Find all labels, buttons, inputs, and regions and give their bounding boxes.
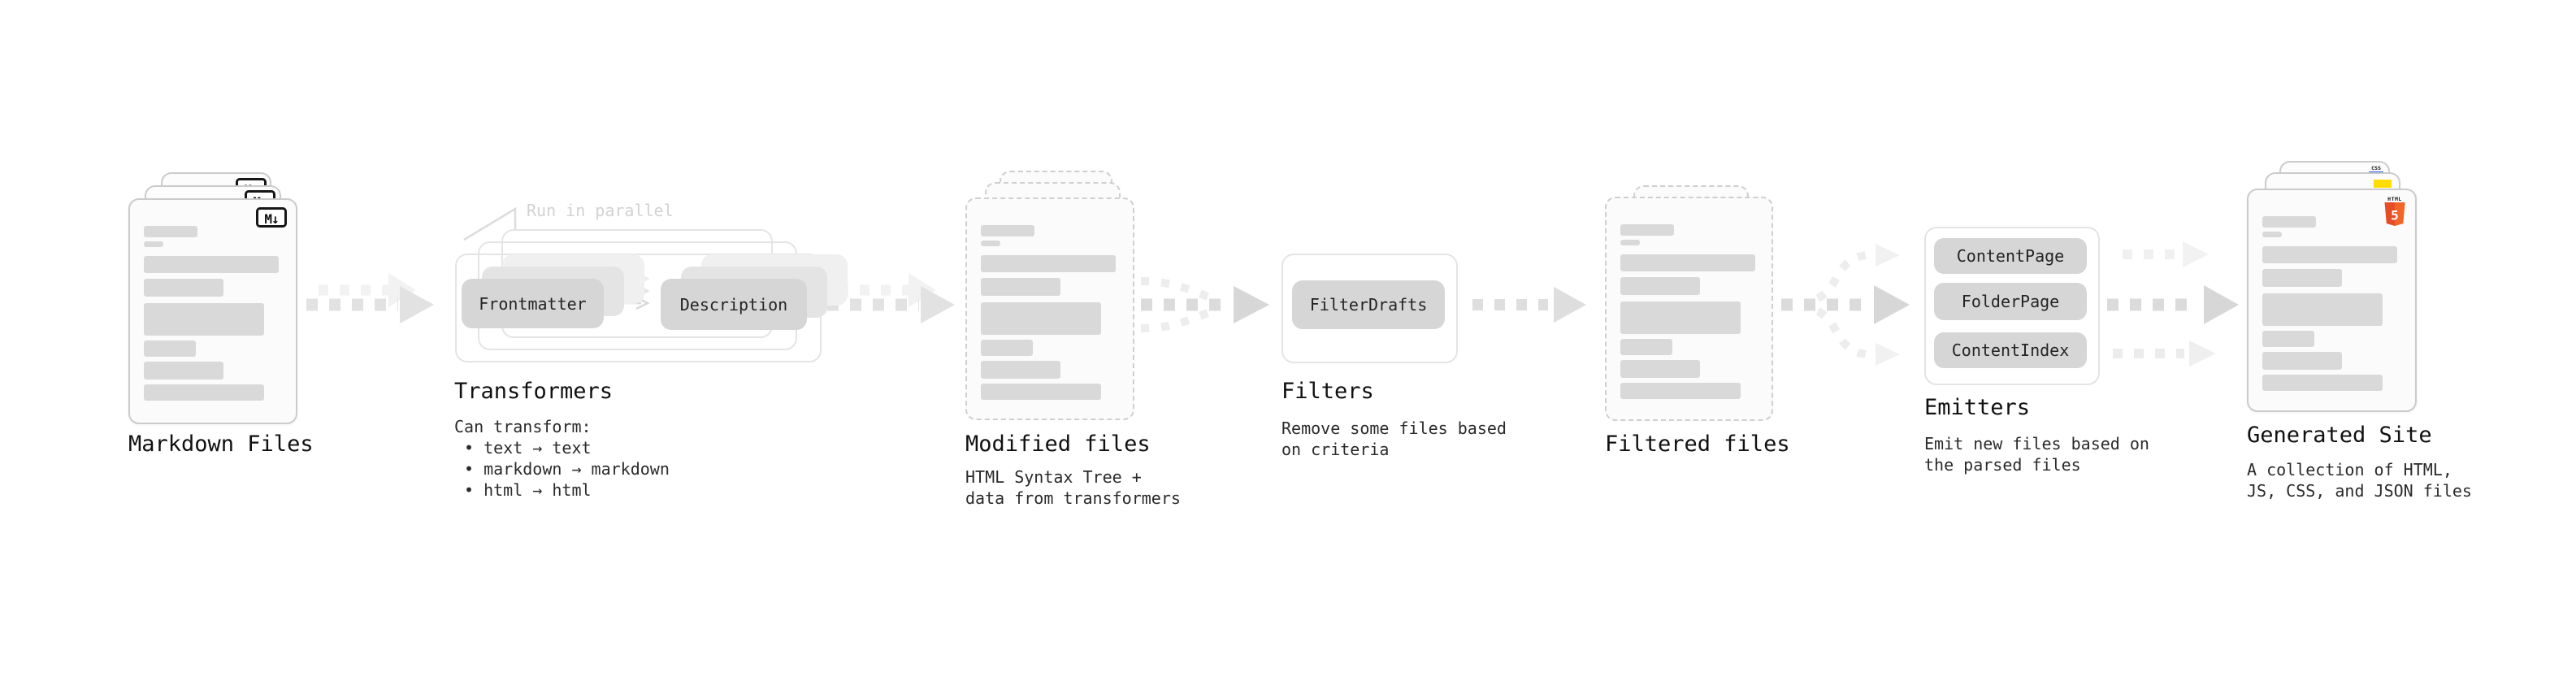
transformer-pill-frontmatter: Frontmatter — [462, 279, 604, 328]
file-content-placeholder — [1607, 198, 1772, 419]
filters-desc-line: Remove some files based — [1281, 419, 1507, 438]
markdown-icon: M↓ — [256, 207, 287, 228]
generated-site-description: A collection of HTML, JS, CSS, and JSON … — [2247, 459, 2472, 501]
generated-site-label: Generated Site — [2247, 423, 2432, 448]
file-content-placeholder — [130, 200, 296, 423]
filters-desc-line: on criteria — [1281, 440, 1390, 459]
filtered-files-label: Filtered files — [1605, 432, 1790, 457]
generated-site-card-front: HTML 5 — [2247, 189, 2417, 412]
js-file-icon — [2374, 180, 2392, 188]
html5-logo-text: HTML — [2387, 196, 2402, 202]
modified-file-card-front — [965, 197, 1134, 420]
arrow-filters-to-filtered — [1472, 287, 1586, 323]
css-badge-text: CSS — [2371, 165, 2381, 171]
transformers-bullet: • text → text — [464, 438, 592, 458]
emitters-description: Emit new files based on the parsed files — [1924, 433, 2149, 475]
transformers-description: Can transform: • text → text • markdown … — [454, 416, 670, 501]
modified-files-label: Modified files — [965, 432, 1151, 457]
transformers-desc-title: Can transform: — [454, 417, 592, 436]
run-in-parallel-callout-line — [463, 206, 517, 241]
generated-site-desc-line: JS, CSS, and JSON files — [2247, 481, 2472, 501]
emitters-desc-line: Emit new files based on — [1924, 434, 2149, 453]
filtered-file-card-front — [1605, 197, 1773, 421]
transformers-bullet: • html → html — [464, 480, 592, 500]
emitters-label: Emitters — [1924, 395, 2031, 420]
filters-container — [1281, 254, 1458, 363]
emitter-pill-contentindex: ContentIndex — [1934, 332, 2087, 368]
file-content-placeholder — [967, 199, 1133, 419]
transformers-label: Transformers — [454, 379, 614, 404]
generated-site-desc-line: A collection of HTML, — [2247, 460, 2452, 479]
html5-shield: 5 — [2384, 202, 2405, 226]
markdown-file-card-front: M↓ — [128, 198, 297, 424]
emitters-container — [1924, 227, 2100, 385]
arrow-transformers-to-modified — [827, 273, 955, 323]
html5-logo-icon: HTML 5 — [2384, 197, 2405, 230]
file-content-placeholder — [2249, 190, 2415, 410]
emitter-pill-folderpage: FolderPage — [1934, 283, 2087, 320]
filters-label: Filters — [1281, 379, 1374, 404]
modified-files-desc-line: data from transformers — [965, 488, 1181, 508]
modified-files-description: HTML Syntax Tree + data from transformer… — [965, 466, 1181, 509]
markdown-files-label: Markdown Files — [128, 432, 314, 457]
arrow-emitters-to-site-triple — [2107, 241, 2239, 367]
arrow-modified-to-filters-converge — [1140, 277, 1269, 332]
modified-files-desc-line: HTML Syntax Tree + — [965, 467, 1142, 487]
transformer-pill-description: Description — [661, 279, 807, 330]
filters-description: Remove some files based on criteria — [1281, 418, 1507, 460]
svg-text:5: 5 — [2391, 208, 2399, 223]
run-in-parallel-label: Run in parallel — [527, 201, 674, 220]
emitters-desc-line: the parsed files — [1924, 455, 2081, 475]
arrow-markdown-to-transformers — [306, 273, 434, 323]
filter-pill-filterdrafts: FilterDrafts — [1292, 280, 1445, 329]
arrow-filtered-to-emitters-diverge — [1781, 244, 1910, 366]
emitter-pill-contentpage: ContentPage — [1934, 238, 2087, 274]
transformers-bullet: • markdown → markdown — [464, 459, 670, 479]
